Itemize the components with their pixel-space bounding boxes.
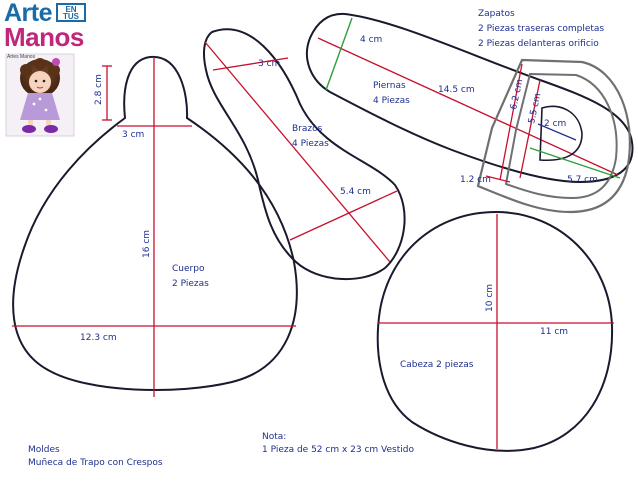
shoe-base-line — [485, 175, 511, 183]
doll-eye-right — [42, 79, 46, 83]
head-name-label: Cabeza 2 piezas — [400, 360, 474, 370]
body-pieces-label: 2 Piezas — [172, 279, 209, 289]
doll-leg-right — [46, 120, 51, 127]
footer-subtitle: Muñeca de Trapo con Crespos — [28, 458, 163, 468]
body-width-label: 12.3 cm — [80, 333, 117, 343]
photo-tag: Artes Manos — [7, 54, 36, 60]
logo-badge: EN TUS — [56, 3, 86, 22]
arm-name-label: Brazos — [292, 124, 323, 134]
leg-outline — [305, 12, 634, 184]
arm-bottom-width-line — [289, 190, 398, 241]
leg-pieces-label: 4 Piezas — [373, 96, 410, 106]
footer-nota-title: Nota: — [262, 432, 287, 442]
doll-mouth — [36, 86, 44, 89]
leg-length-line — [317, 37, 619, 176]
shoe-title: Zapatos — [478, 9, 515, 19]
doll-shoe-left — [22, 125, 36, 133]
doll-dress-dot — [38, 97, 42, 101]
arm-top-width-line — [212, 57, 289, 71]
shoe-back-outline — [476, 58, 631, 214]
shoe-base-label: 1.2 cm — [460, 175, 491, 185]
footer-note: Nota: 1 Pieza de 52 cm x 23 cm Vestido — [262, 431, 414, 457]
head-pattern: 10 cm 11 cm Cabeza 2 piezas — [376, 210, 614, 452]
shoe-line-2: 2 Piezas delanteras orificio — [478, 39, 599, 49]
head-height-label: 10 cm — [485, 284, 495, 312]
doll-curl-right — [48, 64, 60, 76]
body-outline — [12, 55, 298, 391]
shoe-hole-label: 2 cm — [544, 119, 566, 129]
doll-dress-dot — [44, 108, 48, 112]
leg-length-label: 14.5 cm — [438, 85, 475, 95]
footer-moldes: Moldes — [28, 445, 60, 455]
shoe-inner-height-line — [519, 79, 541, 179]
doll-bow — [52, 58, 60, 66]
body-neck-height-label: 2.8 cm — [94, 74, 104, 105]
head-width-label: 11 cm — [540, 327, 568, 337]
doll-shoe-right — [44, 125, 58, 133]
shoe-line-1: 2 Piezas traseras completas — [478, 24, 604, 34]
footer-left: Moldes Muñeca de Trapo con Crespos — [28, 444, 163, 470]
doll-face — [29, 71, 51, 93]
arm-outline — [203, 28, 406, 281]
photo-overlay: Artes Manos — [6, 54, 74, 136]
leg-pattern: 4 cm Piernas 4 Piezas 14.5 cm — [305, 12, 634, 184]
arm-length-line — [204, 41, 391, 263]
leg-width-line — [325, 17, 353, 91]
shoe-length-label: 5.7 cm — [567, 175, 598, 185]
shoe-pattern: Zapatos 2 Piezas traseras completas 2 Pi… — [460, 9, 631, 214]
doll-eye-left — [34, 79, 38, 83]
doll-dress-dot — [32, 102, 36, 106]
leg-width-label: 4 cm — [360, 35, 382, 45]
doll-leg-left — [28, 120, 33, 127]
doll-curl-top — [34, 58, 46, 70]
doll-curl-left — [20, 64, 32, 76]
arm-pattern: 3 cm Brazos 4 Piezas 5.4 cm — [203, 28, 406, 281]
footer-nota-text: 1 Pieza de 52 cm x 23 cm Vestido — [262, 445, 414, 455]
shoe-hole-line — [537, 123, 577, 141]
arm-top-width-label: 3 cm — [258, 59, 280, 69]
arm-pieces-label: 4 Piezas — [292, 139, 329, 149]
shoe-length-line — [529, 147, 621, 179]
logo-manos: Manos — [4, 22, 84, 52]
doll-photo — [5, 53, 75, 137]
body-neck-width-label: 3 cm — [122, 130, 144, 140]
logo-arte: Arte — [4, 0, 53, 27]
arm-bottom-width-label: 5.4 cm — [340, 187, 371, 197]
doll-dress — [20, 93, 60, 120]
shoe-height-line — [499, 63, 523, 181]
body-name-label: Cuerpo — [172, 264, 205, 274]
brand-logo: Arte EN TUS Manos — [4, 1, 96, 51]
body-pattern: 2.8 cm 3 cm 16 cm 12.3 cm Cuerpo 2 Pieza… — [12, 55, 298, 397]
head-outline — [376, 210, 614, 452]
body-height-label: 16 cm — [142, 230, 152, 258]
shoe-front-outline — [504, 72, 618, 200]
leg-name-label: Piernas — [373, 81, 406, 91]
